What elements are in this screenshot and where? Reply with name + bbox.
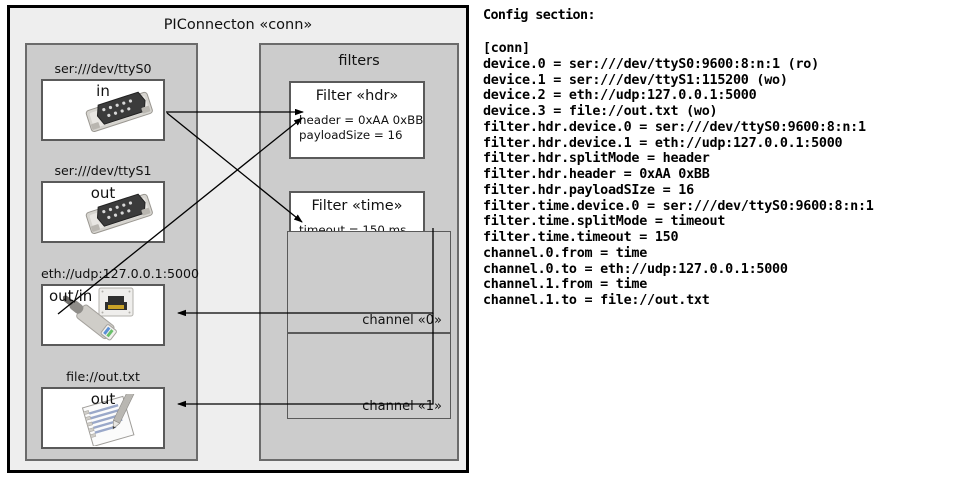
- config-heading: Config section:: [483, 8, 596, 23]
- text-file-icon: [81, 394, 136, 446]
- connector-frame: PIConnecton «conn» ser:///dev/ttyS0 in: [7, 5, 469, 473]
- connector-title: PIConnecton «conn»: [163, 17, 313, 33]
- device-direction: in: [96, 82, 110, 100]
- device-direction: out/in: [49, 287, 93, 305]
- device-direction: out: [90, 184, 116, 202]
- channel-0-box[interactable]: channel «0»: [287, 231, 451, 333]
- device-label: ser:///dev/ttyS0: [54, 61, 152, 76]
- channel-label: channel «1»: [362, 399, 442, 414]
- device-ethernet-udp[interactable]: eth://udp:127.0.0.1:5000 out/in: [41, 266, 199, 346]
- device-label: file://out.txt: [66, 369, 140, 384]
- config-panel: Config section: [conn] device.0 = ser://…: [481, 0, 964, 484]
- device-label: eth://udp:127.0.0.1:5000: [41, 266, 199, 281]
- device-label: ser:///dev/ttyS1: [54, 163, 152, 178]
- device-direction: out: [90, 390, 116, 408]
- filter-title: Filter «hdr»: [315, 88, 399, 104]
- channel-1-box[interactable]: channel «1»: [287, 333, 451, 419]
- filters-group-title: filters: [338, 53, 380, 69]
- channel-label: channel «0»: [362, 313, 442, 328]
- filter-title: Filter «time»: [311, 198, 403, 214]
- devices-group: ser:///dev/ttyS0 in: [25, 43, 199, 461]
- device-serial-ttys1[interactable]: ser:///dev/ttyS1 out: [41, 163, 165, 243]
- device-file-out[interactable]: file://out.txt out: [41, 369, 165, 449]
- config-body: [conn] device.0 = ser:///dev/ttyS0:9600:…: [483, 41, 874, 308]
- filters-group: filters Filter «hdr» header = 0xAA 0xBB …: [259, 43, 459, 461]
- filter-properties: header = 0xAA 0xBB payloadSize = 16: [299, 113, 424, 142]
- filter-hdr[interactable]: Filter «hdr» header = 0xAA 0xBB payloadS…: [289, 81, 425, 159]
- device-serial-ttys0[interactable]: ser:///dev/ttyS0 in: [41, 61, 165, 141]
- device-box[interactable]: out: [41, 181, 165, 243]
- device-box[interactable]: in: [41, 79, 165, 141]
- device-box[interactable]: out/in: [41, 284, 165, 346]
- device-box[interactable]: out: [41, 387, 165, 449]
